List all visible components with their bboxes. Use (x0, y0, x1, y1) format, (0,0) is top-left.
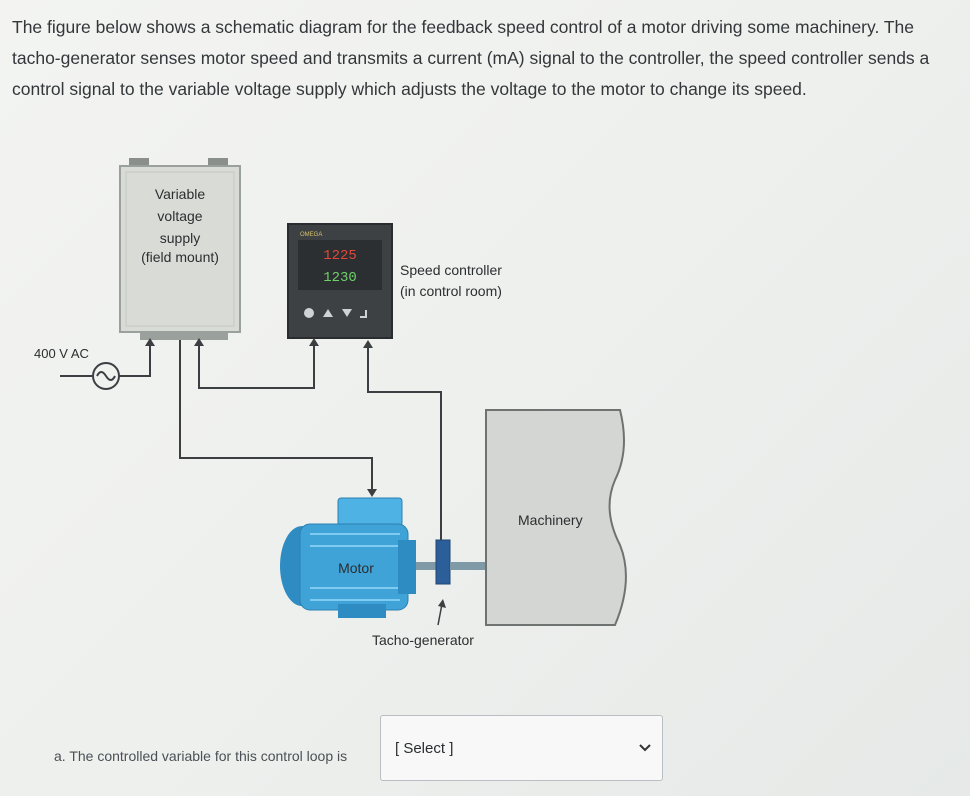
intro-text: The figure below shows a schematic diagr… (12, 17, 930, 99)
wiring (179, 340, 442, 540)
ac-label: 400 V AC (34, 346, 89, 361)
controller-display-top: 1225 (323, 248, 357, 264)
motor: Motor (280, 497, 438, 618)
tacho-generator: Tacho-generator (372, 539, 488, 648)
motor-label: Motor (338, 560, 374, 576)
vvs-label-line4: (field mount) (141, 249, 219, 265)
ac-source: 400 V AC (34, 338, 155, 390)
variable-voltage-supply: Variable voltage supply (field mount) (119, 158, 241, 340)
speed-controller: OMEGA 1225 1230 Speed controller (in con… (287, 223, 502, 339)
vvs-label-line2: voltage (157, 208, 202, 224)
question-a-text: a. The controlled variable for this cont… (54, 748, 348, 764)
controller-brand: OMEGA (300, 232, 322, 238)
speed-controller-label-line2: (in control room) (400, 283, 502, 299)
controlled-variable-select[interactable]: [ Select ] (380, 715, 663, 781)
machinery: Machinery (485, 409, 627, 626)
tacho-label: Tacho-generator (372, 632, 474, 648)
vvs-label-line1: Variable (155, 186, 206, 202)
speed-controller-label-line1: Speed controller (400, 262, 502, 278)
machinery-label: Machinery (518, 512, 583, 528)
select-value: [ Select ] (395, 740, 454, 757)
chevron-down-icon (639, 744, 651, 752)
vvs-label-line3: supply (160, 230, 200, 246)
controller-display-bottom: 1230 (323, 270, 357, 286)
